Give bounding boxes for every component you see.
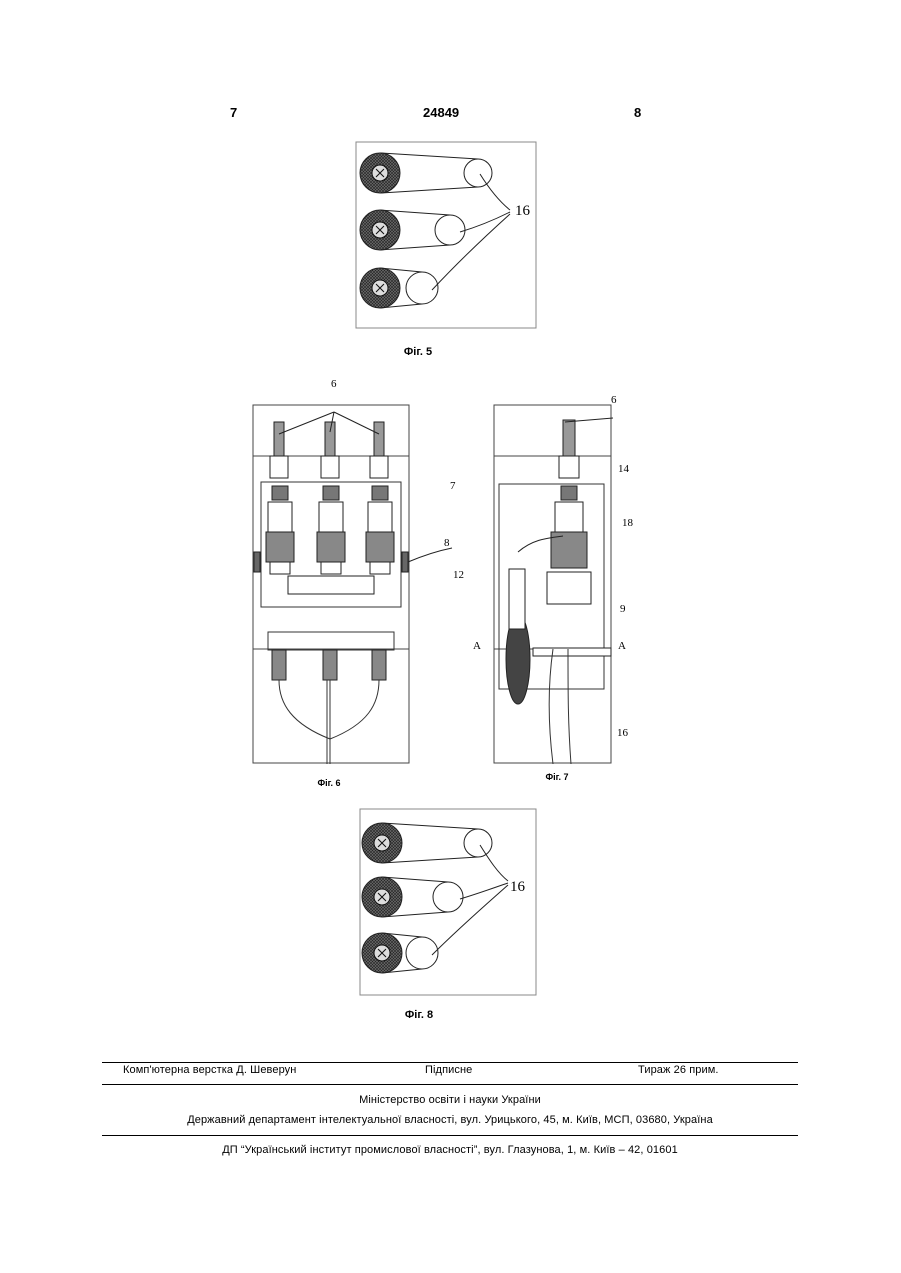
fig7-label-16: 16 bbox=[617, 727, 628, 739]
fig7-label-14: 14 bbox=[618, 463, 629, 475]
figure-6-drawing bbox=[252, 404, 410, 766]
footer-circulation: Тираж 26 прим. bbox=[638, 1064, 719, 1076]
fig8-cable-row-3 bbox=[362, 933, 438, 973]
footer-rule-3 bbox=[102, 1135, 798, 1136]
page-number-left: 7 bbox=[230, 105, 237, 120]
footer-rule-2 bbox=[102, 1084, 798, 1085]
fig7-caption: Фіг. 7 bbox=[540, 772, 574, 782]
fig8-label-16: 16 bbox=[510, 879, 525, 896]
fig5-caption: Фіг. 5 bbox=[401, 346, 435, 358]
fig7-label-7: 7 bbox=[450, 480, 456, 492]
fig6-pole-2 bbox=[317, 422, 345, 680]
fig7-label-12: 12 bbox=[453, 569, 464, 581]
fig7-label-9: 9 bbox=[620, 603, 626, 615]
footer-department: Державний департамент інтелектуальної вл… bbox=[102, 1114, 798, 1126]
page-number-right: 8 bbox=[634, 105, 641, 120]
fig6-pole-3 bbox=[366, 422, 394, 680]
fig8-cable-row-2 bbox=[362, 877, 463, 917]
footer-layout-credit: Комп'ютерна верстка Д. Шеверун bbox=[123, 1064, 296, 1076]
footer-rule-1 bbox=[102, 1062, 798, 1063]
fig6-label-8: 8 bbox=[444, 537, 450, 549]
fig7-label-6: 6 bbox=[611, 394, 617, 406]
fig5-cable-row-3 bbox=[360, 268, 438, 308]
fig6-caption: Фіг. 6 bbox=[312, 778, 346, 788]
fig7-section-left: A bbox=[473, 640, 481, 652]
footer-ministry: Міністерство освіти і науки України bbox=[102, 1094, 798, 1106]
fig5-cable-row-1 bbox=[360, 153, 492, 193]
fig7-label-18: 18 bbox=[622, 517, 633, 529]
figure-5-drawing bbox=[350, 140, 540, 330]
fig5-cable-row-2 bbox=[360, 210, 465, 250]
figure-7-drawing bbox=[493, 404, 613, 766]
figure-8-drawing bbox=[356, 807, 546, 997]
footer-signed: Підписне bbox=[425, 1064, 472, 1076]
fig6-label-6: 6 bbox=[331, 378, 337, 390]
fig8-cable-row-1 bbox=[362, 823, 492, 863]
fig7-section-right: A bbox=[618, 640, 626, 652]
patent-number: 24849 bbox=[423, 105, 459, 120]
fig6-pole-1 bbox=[266, 422, 294, 680]
fig8-caption: Фіг. 8 bbox=[402, 1009, 436, 1021]
fig5-label-16: 16 bbox=[515, 203, 530, 220]
footer-institute: ДП “Український інститут промислової вла… bbox=[102, 1144, 798, 1156]
